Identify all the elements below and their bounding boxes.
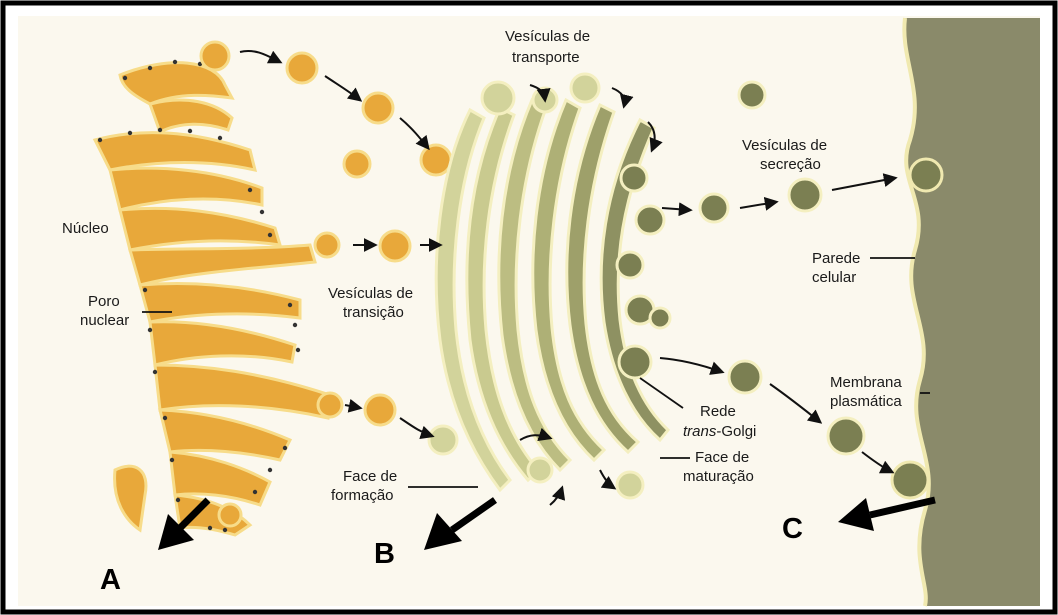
label-rede-line1: Rede: [700, 403, 736, 420]
exocytosis-vesicle: [910, 159, 942, 191]
label-rede-italic: trans: [683, 423, 717, 440]
label-parede-line1: Parede: [812, 250, 860, 267]
label-nucleo: Núcleo: [62, 220, 109, 237]
label-face-formacao-line1: Face de: [343, 468, 397, 485]
marker-b: B: [374, 538, 395, 570]
label-rede-line2: trans-Golgi: [683, 423, 756, 440]
label-poro-line2: nuclear: [80, 312, 129, 329]
label-membrana-line2: plasmática: [830, 393, 902, 410]
exocytosis-vesicle: [892, 462, 928, 498]
label-vesiculas-secrecao-line1: Vesículas de: [742, 137, 827, 154]
label-vesiculas-transicao-line1: Vesículas de: [328, 285, 413, 302]
label-membrana-line1: Membrana: [830, 374, 902, 391]
marker-c: C: [782, 513, 803, 545]
marker-a: A: [100, 564, 121, 596]
label-vesiculas-secrecao-line2: secreção: [760, 156, 821, 173]
label-poro-line1: Poro: [88, 293, 120, 310]
label-vesiculas-transicao-line2: transição: [343, 304, 404, 321]
label-vesiculas-transporte-line2: transporte: [512, 49, 580, 66]
label-face-maturacao-line2: maturação: [683, 468, 754, 485]
label-vesiculas-transporte-line1: Vesículas de: [505, 28, 590, 45]
label-parede-line2: celular: [812, 269, 856, 286]
label-rede-rest: -Golgi: [716, 423, 756, 440]
label-face-formacao-line2: formação: [331, 487, 394, 504]
label-face-maturacao-line1: Face de: [695, 449, 749, 466]
